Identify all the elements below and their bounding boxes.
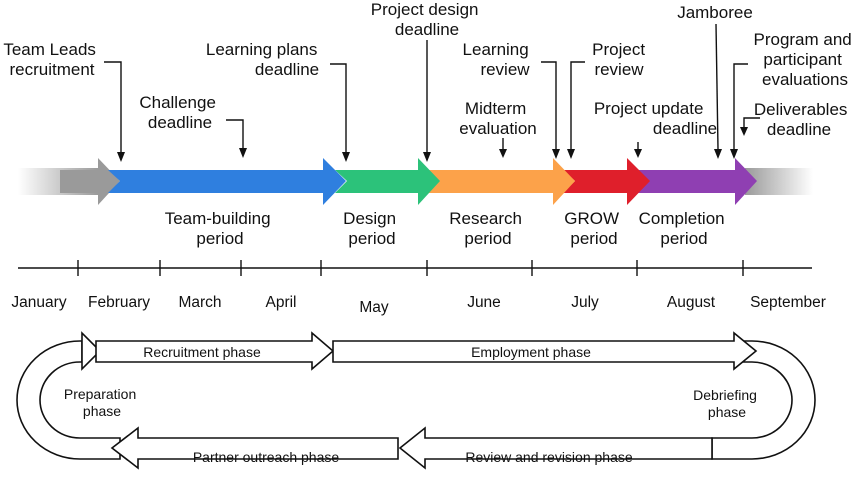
- axis-ticks: [77, 260, 744, 276]
- month-january: January: [11, 294, 66, 311]
- milestone-program-evaluations: Program and participant evaluations: [753, 30, 856, 89]
- milestone-project-update: Project update deadline: [594, 99, 717, 138]
- phase-employment: Employment phase: [471, 344, 591, 360]
- period-team-building: Team-building period: [165, 209, 276, 248]
- phase-partner-outreach: Partner outreach phase: [193, 449, 340, 465]
- month-may: May: [359, 299, 389, 316]
- month-august: August: [667, 294, 716, 311]
- milestone-learning-review: Learning review: [463, 40, 534, 79]
- phase-debriefing: Debriefing phase: [693, 387, 761, 420]
- milestone-deliverables: Deliverables deadline: [754, 100, 852, 139]
- milestone-learning-plans: Learning plans deadline: [206, 40, 322, 79]
- milestone-midterm: Midterm evaluation: [459, 99, 537, 138]
- phase-recruitment: Recruitment phase: [143, 344, 261, 360]
- band-segment-grow: [563, 158, 650, 205]
- period-research: Research period: [449, 209, 527, 248]
- period-design: Design period: [343, 209, 401, 248]
- month-february: February: [88, 294, 150, 311]
- band-segment-research: [427, 158, 575, 205]
- period-labels: Team-building period Design period Resea…: [165, 209, 730, 248]
- phase-labels: Recruitment phase Employment phase Prepa…: [64, 344, 761, 465]
- month-september: September: [750, 294, 826, 311]
- month-april: April: [265, 294, 296, 311]
- period-completion: Completion period: [639, 209, 730, 248]
- phase-preparation: Preparation phase: [64, 386, 140, 419]
- cycle-left-turn: [16, 340, 121, 460]
- cycle-right-turn: [711, 340, 816, 460]
- review-revision-phase-arrow: [398, 426, 713, 470]
- band-segment-completion: [636, 158, 757, 205]
- month-march: March: [178, 294, 221, 311]
- recruitment-arrow: [81, 331, 102, 371]
- recruitment-phase-arrow: [95, 331, 335, 371]
- phase-review-revision: Review and revision phase: [465, 449, 633, 465]
- milestone-team-leads: Team Leads recruitment: [3, 40, 100, 79]
- period-band: [18, 158, 813, 205]
- month-july: July: [571, 294, 599, 311]
- milestone-pointers: [104, 23, 760, 162]
- phase-cycle: [16, 331, 816, 470]
- milestone-project-design: Project design deadline: [371, 0, 483, 39]
- month-axis: January February March April May June Ju…: [11, 260, 826, 316]
- period-grow: GROW period: [564, 209, 624, 248]
- partner-outreach-phase-arrow: [110, 426, 399, 470]
- milestone-challenge: Challenge deadline: [139, 93, 220, 132]
- month-june: June: [467, 294, 501, 311]
- milestone-project-review: Project review: [592, 40, 650, 79]
- milestone-jamboree: Jamboree: [677, 3, 753, 22]
- employment-phase-arrow: [332, 331, 758, 371]
- band-segment-team-building: [108, 158, 346, 205]
- band-segment-design: [335, 158, 440, 205]
- band-segment-grey: [60, 158, 120, 205]
- milestone-labels: Team Leads recruitment Challenge deadlin…: [3, 0, 856, 139]
